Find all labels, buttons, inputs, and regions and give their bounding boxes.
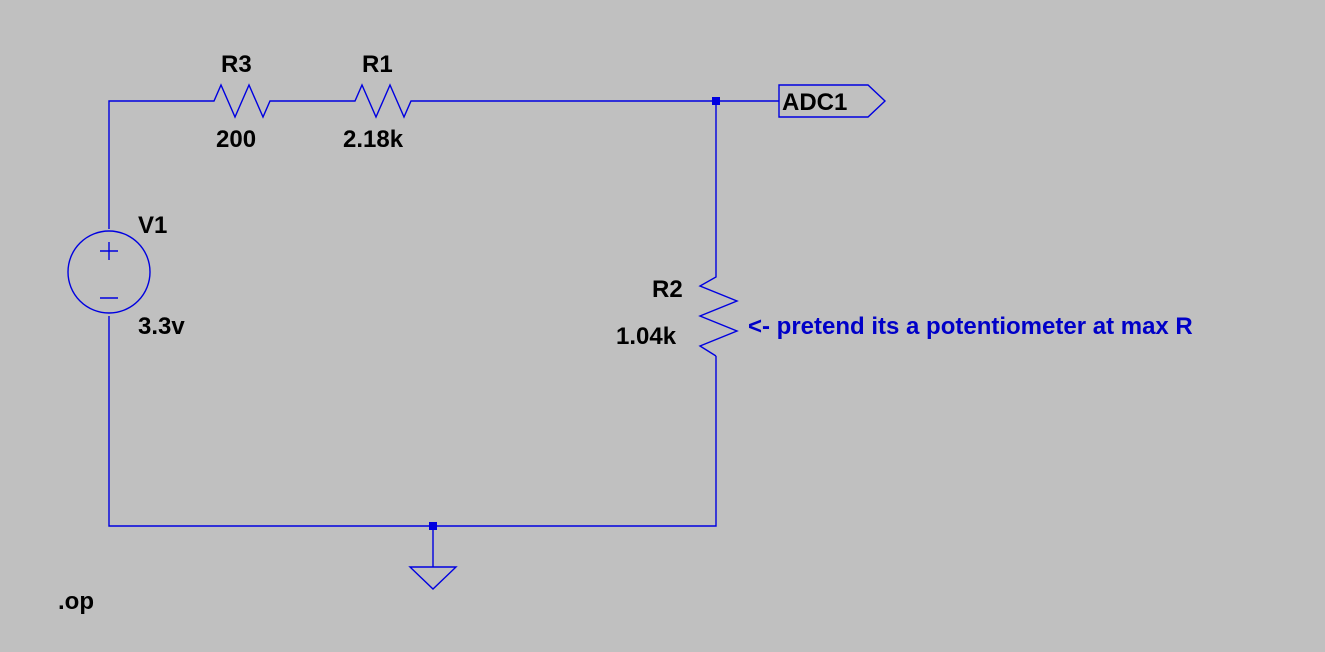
resistor-r3[interactable]: [200, 83, 284, 119]
net-label-adc1[interactable]: ADC1: [778, 84, 887, 118]
wires: [108, 100, 779, 567]
resistor-r2[interactable]: [698, 265, 739, 357]
r1-value-label: 2.18k: [343, 126, 404, 153]
resistor-r2-symbol: [698, 265, 739, 357]
resistor-r3-symbol: [200, 83, 284, 119]
r3-name-label: R3: [221, 51, 252, 78]
schematic-comment[interactable]: <- pretend its a potentiometer at max R: [748, 313, 1193, 340]
resistor-r1[interactable]: [341, 83, 425, 119]
wire-v1-to-r3[interactable]: [108, 100, 200, 229]
v1-name-label: V1: [138, 212, 167, 239]
voltage-source-v1[interactable]: [67, 230, 151, 314]
resistor-r1-symbol: [341, 83, 425, 119]
voltage-source-circle: [67, 230, 151, 314]
spice-directive[interactable]: .op: [58, 588, 94, 615]
net-label-text: ADC1: [782, 89, 847, 116]
junction-dot-adc: [712, 97, 720, 105]
v1-value-label: 3.3v: [138, 313, 185, 340]
r3-value-label: 200: [216, 126, 256, 153]
ground-symbol[interactable]: [408, 566, 458, 590]
wire-r2-to-ground[interactable]: [108, 316, 717, 527]
junction-dot-ground: [429, 522, 437, 530]
net-label-flag-icon: [778, 84, 887, 118]
ground-icon: [408, 566, 458, 590]
r2-value-label: 1.04k: [616, 323, 677, 350]
r2-name-label: R2: [652, 276, 683, 303]
r1-name-label: R1: [362, 51, 393, 78]
